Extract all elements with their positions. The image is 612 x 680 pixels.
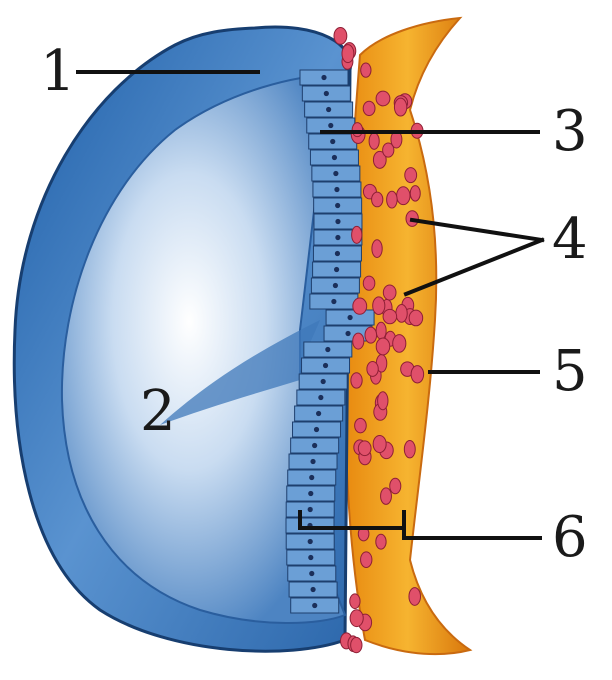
blood-cell: [376, 338, 390, 355]
callout-4: 4: [552, 207, 588, 272]
blood-cell: [390, 478, 401, 493]
blood-cell: [367, 361, 378, 376]
blood-cell: [373, 297, 385, 315]
blood-cell: [355, 418, 367, 432]
cell-nucleus: [321, 75, 326, 80]
blood-cell: [381, 488, 392, 505]
cell-nucleus: [333, 171, 338, 176]
blood-cell: [387, 191, 398, 208]
blood-cell: [352, 123, 362, 137]
cell-nucleus: [335, 251, 340, 256]
cell-nucleus: [333, 283, 338, 288]
blood-cell: [393, 335, 406, 353]
blood-cell: [350, 610, 363, 627]
blood-cell: [342, 45, 354, 63]
blood-cell: [405, 168, 417, 183]
blood-cell: [372, 192, 383, 207]
blood-cell: [361, 63, 371, 77]
callout-3: 3: [552, 99, 588, 164]
callout-5: 5: [552, 339, 588, 404]
cell-nucleus: [309, 571, 314, 576]
blood-cell: [350, 594, 360, 609]
callout-6: 6: [552, 505, 588, 570]
blood-cell: [353, 298, 367, 314]
cell-nucleus: [324, 91, 329, 96]
blood-cell: [334, 27, 347, 44]
blood-cell: [353, 333, 364, 349]
blood-cell: [409, 310, 423, 326]
cell-nucleus: [323, 363, 328, 368]
blood-cell: [369, 133, 379, 149]
cell-nucleus: [335, 203, 340, 208]
cell-nucleus: [328, 123, 333, 128]
cell-nucleus: [335, 235, 340, 240]
cell-nucleus: [312, 443, 317, 448]
blood-cell: [363, 276, 375, 290]
blood-cell: [404, 441, 415, 458]
cell-nucleus: [345, 331, 350, 336]
cell-nucleus: [308, 555, 313, 560]
cell-nucleus: [318, 395, 323, 400]
blood-cell: [361, 552, 372, 568]
cell-nucleus: [330, 139, 335, 144]
blood-cell: [376, 91, 390, 106]
blood-cell: [363, 101, 375, 115]
cell-nucleus: [309, 475, 314, 480]
cell-nucleus: [316, 411, 321, 416]
blood-cell: [396, 305, 407, 323]
cell-nucleus: [308, 507, 313, 512]
blood-cell: [383, 309, 397, 323]
blood-cell: [383, 285, 396, 300]
cell-nucleus: [310, 459, 315, 464]
cell-nucleus: [312, 603, 317, 608]
blood-cell: [365, 327, 377, 343]
cell-nucleus: [332, 155, 337, 160]
blood-cell: [351, 637, 362, 652]
cell-nucleus: [308, 539, 313, 544]
cell-nucleus: [314, 427, 319, 432]
blood-cell: [410, 186, 420, 201]
cell-nucleus: [331, 299, 336, 304]
cell-nucleus: [334, 267, 339, 272]
blood-cell: [378, 392, 388, 410]
blood-cell: [358, 441, 371, 456]
blood-cell: [352, 226, 362, 243]
blood-cell: [376, 322, 386, 339]
blood-cell: [394, 98, 406, 116]
blood-cell: [373, 435, 386, 452]
cell-nucleus: [308, 491, 313, 496]
blood-cell: [351, 373, 362, 388]
cell-nucleus: [334, 187, 339, 192]
cell-nucleus: [326, 107, 331, 112]
cell-nucleus: [335, 219, 340, 224]
callout-1: 1: [40, 39, 76, 104]
callout-2: 2: [140, 379, 176, 444]
blood-cell: [409, 588, 421, 606]
blood-cell: [376, 534, 386, 549]
cell-nucleus: [325, 347, 330, 352]
cell-nucleus: [321, 379, 326, 384]
cell-nucleus: [347, 315, 352, 320]
blood-cell: [411, 366, 424, 383]
blood-cell: [397, 187, 410, 205]
cell-nucleus: [310, 587, 315, 592]
blood-cell: [372, 240, 382, 258]
